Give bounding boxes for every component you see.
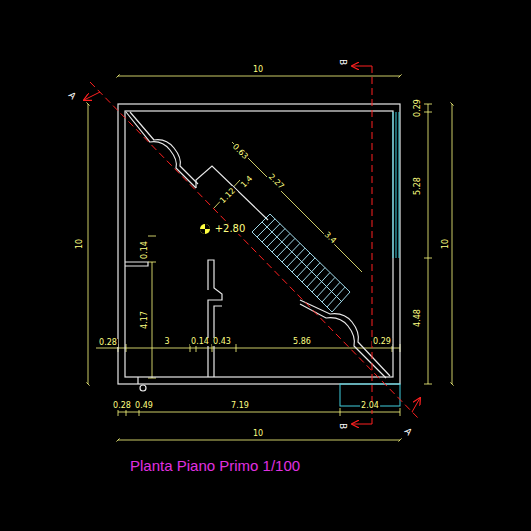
section-arrow [84,92,100,100]
section-letter: B [338,58,347,66]
column-symbol [140,385,146,391]
partition-wall [125,262,148,266]
partition-wall [208,260,222,377]
dimension-label: +2.80 [214,224,247,234]
staircase [252,214,350,312]
walls [118,104,400,391]
dimension-label: 7.19 [230,402,250,410]
dim-line [88,104,89,384]
dimension-label: 0.29 [372,338,392,346]
void-edge [196,166,268,220]
dimension-label: 0.43 [212,338,232,346]
void-edge [130,112,198,184]
dimension-label: 4.17 [141,310,149,330]
dim-line [118,412,400,413]
level-symbol [200,224,210,234]
stair-tread [292,253,310,272]
dimension-label: 0.49 [134,402,154,410]
dim-line [428,104,429,384]
dimension-label: 10 [442,238,450,250]
section-lines [84,66,420,424]
dim-ticks [118,344,400,352]
window [393,112,399,258]
stair-tread [267,229,285,247]
windows [340,112,400,406]
dimension-label: 0.28 [112,402,132,410]
door-jamb [137,377,138,384]
dim-line [152,262,153,378]
stair-tread [282,243,300,262]
stair-outline [252,214,350,312]
section-arrow [352,424,372,425]
dimension-label: 5.86 [292,338,312,346]
section-arrow [412,398,420,412]
dim-line [452,104,453,384]
dimension-label: 1.12 [218,186,238,206]
dimension-label: 3 [163,338,170,346]
outer-wall [118,104,400,384]
stair-tread [277,238,295,257]
dim-line-diagonal [214,180,240,208]
void-edge [126,112,196,188]
dim-ticks [148,236,156,378]
section-letter: A [66,90,78,102]
dimension-lines [88,76,452,440]
section-letter: B [338,422,347,430]
stair-tread [272,234,290,253]
dim-line-diagonal [232,142,362,272]
section-arrow [352,66,372,67]
stair-handrail [262,222,342,302]
level-circle [200,224,210,234]
dimension-label: 0.14 [190,338,210,346]
drawing-caption: Planta Piano Primo 1/100 [130,457,300,474]
section-line-b [372,66,373,424]
section-letter: A [402,426,414,438]
stair-tread [302,263,320,282]
dimension-label: 3.4 [322,230,338,246]
stair-tread [257,219,275,237]
stair-tread [287,248,305,267]
dim-line [118,440,400,441]
dimension-label: 10 [252,430,264,438]
dim-ticks [118,408,400,416]
dim-ticks [424,104,432,384]
inner-wall [125,111,393,377]
dimension-label: 2.27 [266,172,286,192]
stair-tread [297,258,315,277]
dimension-label: 10 [76,238,84,250]
section-line-a [90,82,420,420]
stair-tread [312,273,330,293]
dim-line [118,76,400,77]
dim-line [96,348,400,349]
dimension-label: 4.48 [414,308,422,328]
dimension-label: 10 [252,66,264,74]
dimension-label: 1.4 [239,174,255,190]
dimension-label: 0.14 [141,240,149,260]
stair-tread [307,268,325,287]
level-quarters [200,224,210,234]
dimension-label: 5.28 [414,176,422,196]
dimension-label: 0.63 [230,142,250,162]
dimension-label: 0.29 [414,98,422,118]
dimension-label: 0.28 [98,339,118,347]
dimension-label: 2.04 [360,402,380,410]
stair-tread [262,224,280,242]
